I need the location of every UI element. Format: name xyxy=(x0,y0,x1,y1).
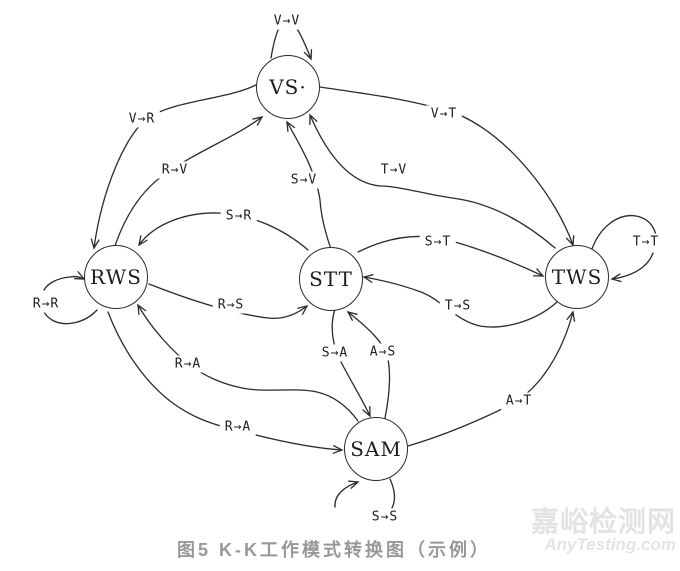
node-stt: STT xyxy=(299,247,363,311)
edge-label-v-v: V→V xyxy=(268,12,306,30)
edge-label-v-t: V→T xyxy=(425,105,463,123)
edge-label-s-r: S→R xyxy=(220,207,258,225)
edge-label-r-s: R→S xyxy=(212,296,250,314)
edge-label-t-s: T→S xyxy=(439,297,477,315)
edge-t-s xyxy=(362,273,558,328)
node-vs: VS· xyxy=(256,55,320,119)
edge-label-v-r: V→R xyxy=(123,110,161,128)
edge-r-r-arrow xyxy=(43,270,86,291)
edge-label-a-s: A→S xyxy=(364,343,402,361)
edge-a-t xyxy=(407,310,576,447)
node-rws: RWS xyxy=(84,245,148,309)
node-rws-label: RWS xyxy=(90,265,142,289)
node-vs-label: VS· xyxy=(269,75,307,99)
edge-label-r-a-lower: R→A xyxy=(219,418,257,436)
edge-label-a-t: A→T xyxy=(500,392,538,410)
edge-label-s-t: S→T xyxy=(419,233,457,251)
edge-a-s xyxy=(346,311,391,419)
edge-label-r-a-upper: R→A xyxy=(169,355,207,373)
edge-label-s-a: S→A xyxy=(316,344,354,362)
edge-label-t-v: T→V xyxy=(375,161,413,179)
edge-label-s-v: S→V xyxy=(285,171,323,189)
node-tws: TWS xyxy=(545,245,609,309)
edge-v-v-left xyxy=(270,27,280,59)
edge-r-a-lower xyxy=(107,311,344,455)
edge-label-r-v: R→V xyxy=(156,161,194,179)
watermark: 嘉峪检测网 AnyTesting.com xyxy=(524,507,676,554)
edge-t-v xyxy=(309,113,556,249)
edge-s-s-arrow xyxy=(334,480,360,508)
edge-r-a-upper xyxy=(137,303,359,422)
edge-s-v xyxy=(286,120,332,250)
node-stt-label: STT xyxy=(309,267,353,291)
edge-s-r xyxy=(138,212,309,251)
edge-label-t-t: T→T xyxy=(627,233,665,251)
watermark-en: AnyTesting.com xyxy=(544,535,676,555)
edge-label-r-r: R→R xyxy=(27,295,65,313)
edge-r-s xyxy=(148,283,309,319)
edge-label-s-s: S→S xyxy=(366,508,404,526)
edge-s-s-right xyxy=(389,478,396,509)
edge-t-t-arrow xyxy=(610,252,654,283)
edge-v-v-arrow xyxy=(295,26,313,61)
node-sam: SAM xyxy=(344,417,408,481)
node-tws-label: TWS xyxy=(551,265,603,289)
watermark-cn: 嘉峪检测网 xyxy=(530,506,676,537)
figure-caption: 图5 K-K工作模式转换图（示例） xyxy=(176,540,492,560)
edge-r-v xyxy=(112,116,264,253)
node-sam-label: SAM xyxy=(350,437,402,461)
